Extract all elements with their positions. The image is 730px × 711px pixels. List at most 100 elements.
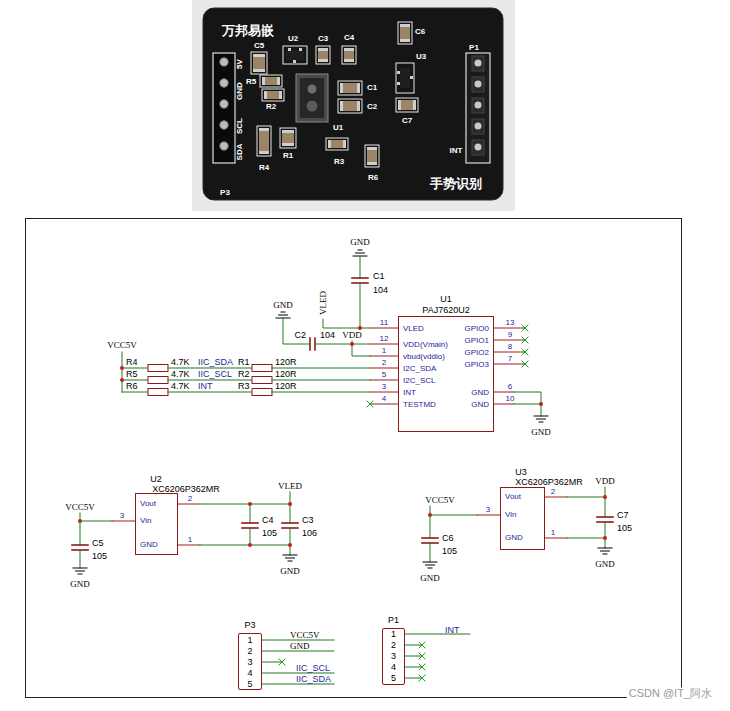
pin-name: VDD(Vmain) xyxy=(403,341,448,349)
ground-symbol xyxy=(286,558,295,559)
pin-number: 9 xyxy=(508,331,512,339)
resistor-symbol xyxy=(252,377,272,384)
component-value: 105 xyxy=(262,529,277,538)
silkscreen-label: U1 xyxy=(333,124,343,132)
header-pin-housing xyxy=(472,98,484,113)
pin-line xyxy=(494,352,525,353)
junction-dot xyxy=(603,536,607,540)
wire xyxy=(290,492,291,523)
designator: C1 xyxy=(373,272,385,281)
pin-number: 1 xyxy=(382,347,386,355)
silkscreen-outline xyxy=(365,145,379,167)
pin-line xyxy=(545,538,567,539)
wire xyxy=(262,684,334,685)
header-pin xyxy=(475,81,482,88)
smd-terminal xyxy=(357,101,360,111)
wire xyxy=(80,550,81,568)
ground-symbol xyxy=(288,561,292,562)
wire xyxy=(283,318,310,344)
junction-dot xyxy=(358,326,362,330)
pin-number: 3 xyxy=(391,652,396,661)
silkscreen-outline xyxy=(342,46,356,64)
silkscreen-label: R4 xyxy=(259,164,269,172)
wire xyxy=(352,341,370,356)
power-label: VDD xyxy=(595,477,615,486)
pin-line xyxy=(545,497,567,498)
pin-line xyxy=(370,368,398,369)
resistor-symbol xyxy=(148,389,168,396)
designator: C4 xyxy=(262,516,274,525)
ground-symbol xyxy=(76,571,85,572)
smd-terminal xyxy=(318,48,328,51)
ground-symbol xyxy=(428,568,432,569)
pin-number: 11 xyxy=(380,319,388,327)
capacitor-symbol xyxy=(597,516,613,518)
pin-number: 5 xyxy=(382,371,386,379)
silkscreen-label: P1 xyxy=(469,44,479,52)
header-pin-housing xyxy=(472,119,484,134)
pin-name: VLED xyxy=(403,325,424,333)
header-pin-housing xyxy=(472,56,484,71)
net-label: IIC_SCL xyxy=(296,663,330,672)
ground-symbol xyxy=(356,253,365,254)
designator: U2 xyxy=(150,475,162,484)
smd-part xyxy=(398,100,416,110)
smd-terminal xyxy=(344,59,354,62)
no-connect-mark xyxy=(279,659,285,665)
header-pin xyxy=(220,121,228,129)
chip-lead xyxy=(410,76,413,79)
header-pin xyxy=(220,142,228,150)
no-connect-mark xyxy=(522,349,528,355)
wire xyxy=(250,528,251,545)
power-label: GND xyxy=(420,574,440,583)
no-connect-mark xyxy=(367,401,373,407)
pin-name: GND xyxy=(471,401,489,409)
silkscreen-outline xyxy=(326,138,348,150)
silkscreen-outline xyxy=(396,98,418,112)
pin-name: GND xyxy=(471,389,489,397)
smd-part xyxy=(282,130,294,146)
no-connect-mark xyxy=(419,642,425,648)
smd-terminal xyxy=(400,24,410,27)
capacitor-symbol xyxy=(352,277,368,279)
junction-dot xyxy=(120,366,124,370)
silkscreen-outline xyxy=(283,46,307,64)
pin-name: GPIO3 xyxy=(465,361,489,369)
regulator-body: U2XC6206P362MRVoutVinGND xyxy=(135,493,178,555)
smd-part xyxy=(318,48,328,62)
smd-part xyxy=(400,24,410,42)
ground-symbol xyxy=(281,312,285,313)
pin-name: GPIO1 xyxy=(465,337,489,345)
wire xyxy=(315,344,370,345)
smd-terminal xyxy=(357,83,360,93)
pin-header xyxy=(213,53,235,163)
pin-number: 4 xyxy=(382,395,386,403)
smd-part xyxy=(340,101,360,111)
pin-header xyxy=(466,53,490,163)
smd-part xyxy=(340,83,360,93)
silkscreen-outline xyxy=(260,75,282,87)
wire xyxy=(168,392,252,393)
smd-part xyxy=(253,54,265,72)
designator: U1 xyxy=(440,295,452,304)
designator: R2 xyxy=(238,370,250,379)
designator: C2 xyxy=(294,331,306,340)
designator: P3 xyxy=(244,621,255,630)
wire xyxy=(272,368,370,369)
no-connect-mark xyxy=(522,349,528,355)
pin-line xyxy=(370,356,398,357)
smd-terminal xyxy=(318,59,328,62)
pin-line xyxy=(370,392,398,393)
smd-terminal xyxy=(367,162,377,165)
board-brand: 万邦易嵌 xyxy=(222,24,274,37)
smd-terminal xyxy=(398,100,401,110)
wire xyxy=(360,283,361,328)
pin-line xyxy=(370,380,398,381)
wire xyxy=(168,380,252,381)
ground-symbol xyxy=(537,419,546,420)
silkscreen-label: R3 xyxy=(334,158,344,166)
pin-name: TESTMD xyxy=(403,401,436,409)
pin-number: 1 xyxy=(391,630,396,639)
capacitor-symbol xyxy=(282,522,298,524)
silkscreen-label: R1 xyxy=(283,152,293,160)
